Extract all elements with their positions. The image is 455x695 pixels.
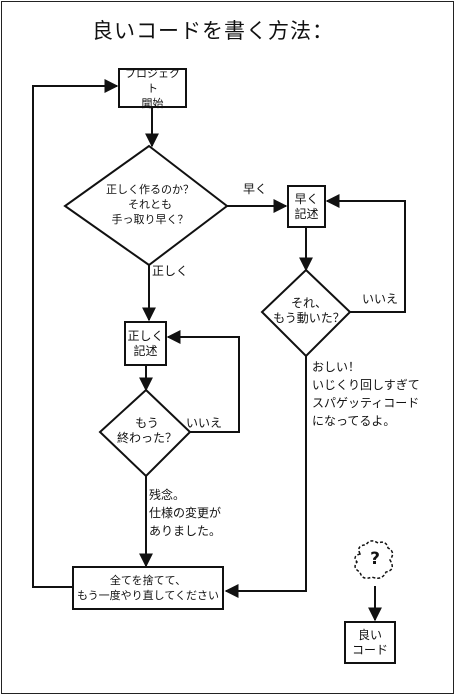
node-decision-main: 正しく作るのか？ それとも 手っ取り早く？	[106, 183, 194, 226]
node-write-fast: 早く 記述	[287, 185, 326, 228]
label-right: 正しく	[152, 264, 189, 278]
question-mark: ?	[370, 549, 380, 569]
label-works-no: いいえ	[362, 292, 399, 306]
arrow-works-no-loop	[325, 194, 406, 313]
label-pity: 残念。 仕様の変更が ありました。	[149, 488, 222, 538]
question-cloud	[354, 540, 394, 579]
page-title: 良いコードを書く方法：	[92, 19, 334, 43]
label-done-no: いいえ	[186, 416, 223, 430]
node-good-code: 良い コード	[344, 621, 396, 664]
node-restart: 全てを捨てて、 もう一度やり直してください	[72, 566, 224, 610]
arrow-works-to-restart	[224, 356, 307, 598]
node-decision-done: もう 終わった？	[116, 416, 177, 445]
label-fast: 早く	[243, 182, 268, 196]
arrow-restart-to-start	[32, 79, 119, 588]
node-start: プロジェクト 開始	[118, 67, 187, 110]
arrow-done-no-loop	[166, 330, 240, 433]
node-decision-works: それ、 もう動いた？	[273, 296, 345, 325]
node-write-right: 正しく 記述	[124, 321, 167, 366]
label-oops: おしい！ いじくり回しすぎて スパゲッティコード になってるよ。	[312, 360, 420, 428]
